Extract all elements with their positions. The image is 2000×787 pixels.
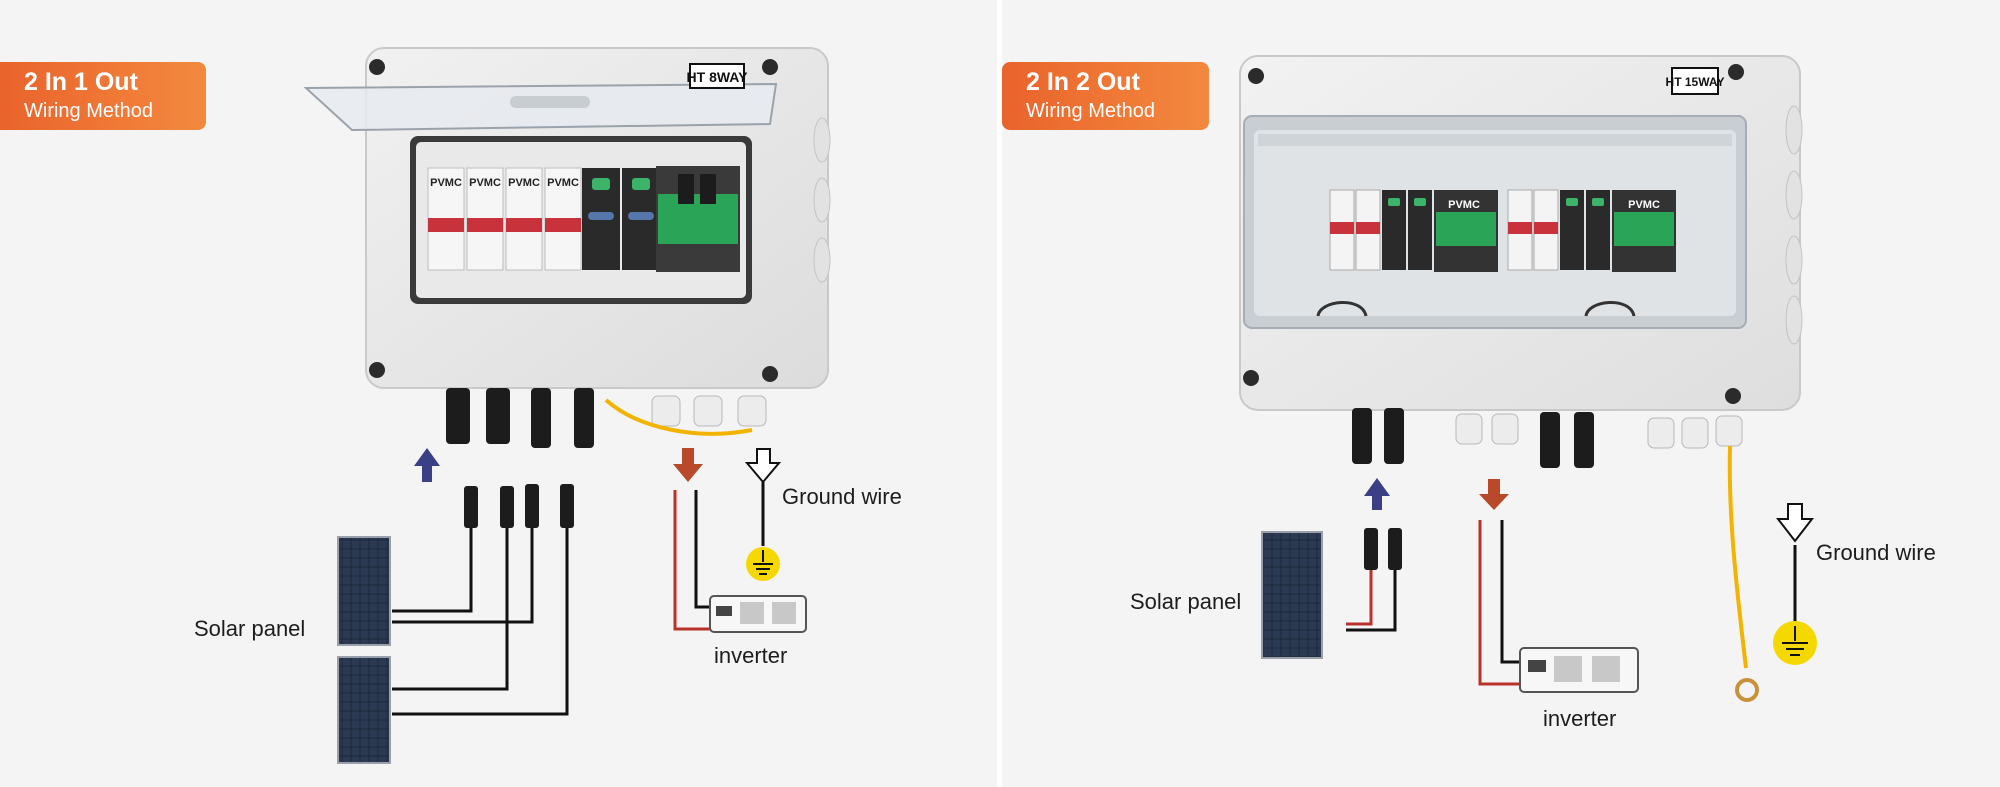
ring-terminal-icon — [1735, 678, 1759, 702]
wiring-method-tag: 2 In 1 Out Wiring Method — [0, 62, 206, 130]
din-modules: PVMC PVMC — [1329, 189, 1676, 272]
fuse-brand: PVMC — [547, 177, 579, 189]
inverter-wires — [1478, 520, 1797, 686]
arrow-down-icon — [673, 448, 703, 482]
mc4-sockets — [446, 388, 594, 448]
junction-box: HT 8WAY PVMC PVMC PVMC PVMC — [303, 47, 831, 448]
ground-arrow-icon — [744, 448, 782, 484]
tag-subtitle: Wiring Method — [1026, 100, 1155, 122]
inverter-icon — [1519, 647, 1639, 693]
panel-2in1out: 2 In 1 Out Wiring Method — [0, 0, 997, 787]
pv-wires — [1346, 570, 1397, 632]
cable-glands — [651, 395, 767, 427]
solar-panel-icon — [337, 656, 391, 764]
ground-lead — [604, 398, 753, 436]
arrow-up-icon — [1364, 478, 1390, 510]
ground-arrow-icon — [1775, 503, 1815, 543]
ground-lead — [1727, 445, 1748, 669]
solar-panel-icon — [337, 536, 391, 646]
fuse-brand: PVMC — [508, 177, 540, 189]
mc4-sockets — [1352, 408, 1594, 468]
box-label: HT 8WAY — [687, 69, 749, 85]
pv-wires — [392, 528, 569, 716]
solar-panel-label: Solar panel — [194, 616, 306, 641]
solar-panel-label: Solar panel — [1130, 589, 1242, 614]
inverter-label: inverter — [714, 643, 788, 668]
tag-title: 2 In 2 Out — [1026, 68, 1140, 96]
ground-wire-label: Ground wire — [782, 484, 902, 509]
fuse-brand: PVMC — [430, 177, 462, 189]
wiring-method-tag: 2 In 2 Out Wiring Method — [1002, 62, 1209, 130]
fuse-holders: PVMC PVMC PVMC PVMC — [427, 167, 582, 271]
breaker-brand: PVMC — [1628, 199, 1660, 211]
surge-protectors — [582, 168, 660, 270]
cable-glands — [1455, 413, 1743, 449]
junction-box: HT 15WAY PVMC — [1239, 55, 1803, 468]
mc4-connector-icon — [1364, 528, 1402, 570]
ground-symbol-icon — [746, 547, 780, 581]
tag-subtitle: Wiring Method — [24, 100, 153, 122]
tag-title: 2 In 1 Out — [24, 68, 138, 96]
left-illustration: HT 8WAY PVMC PVMC PVMC PVMC — [303, 47, 831, 764]
inverter-label: inverter — [1543, 706, 1617, 731]
mc4-connector-icon — [464, 484, 574, 528]
right-illustration: HT 15WAY PVMC — [1239, 55, 1817, 702]
dc-breaker — [656, 166, 740, 272]
panel-2in2out: 2 In 2 Out Wiring Method — [1002, 0, 2000, 787]
arrow-up-icon — [414, 448, 440, 482]
fuse-brand: PVMC — [469, 177, 501, 189]
ground-wire-label: Ground wire — [1816, 540, 1936, 565]
divider — [997, 0, 1002, 787]
solar-panel-icon — [1261, 531, 1323, 659]
arrow-down-icon — [1479, 479, 1509, 510]
ground-symbol-icon — [1773, 621, 1817, 665]
breaker-brand: PVMC — [1448, 199, 1480, 211]
box-label: HT 15WAY — [1666, 75, 1725, 89]
inverter-icon — [709, 595, 807, 633]
